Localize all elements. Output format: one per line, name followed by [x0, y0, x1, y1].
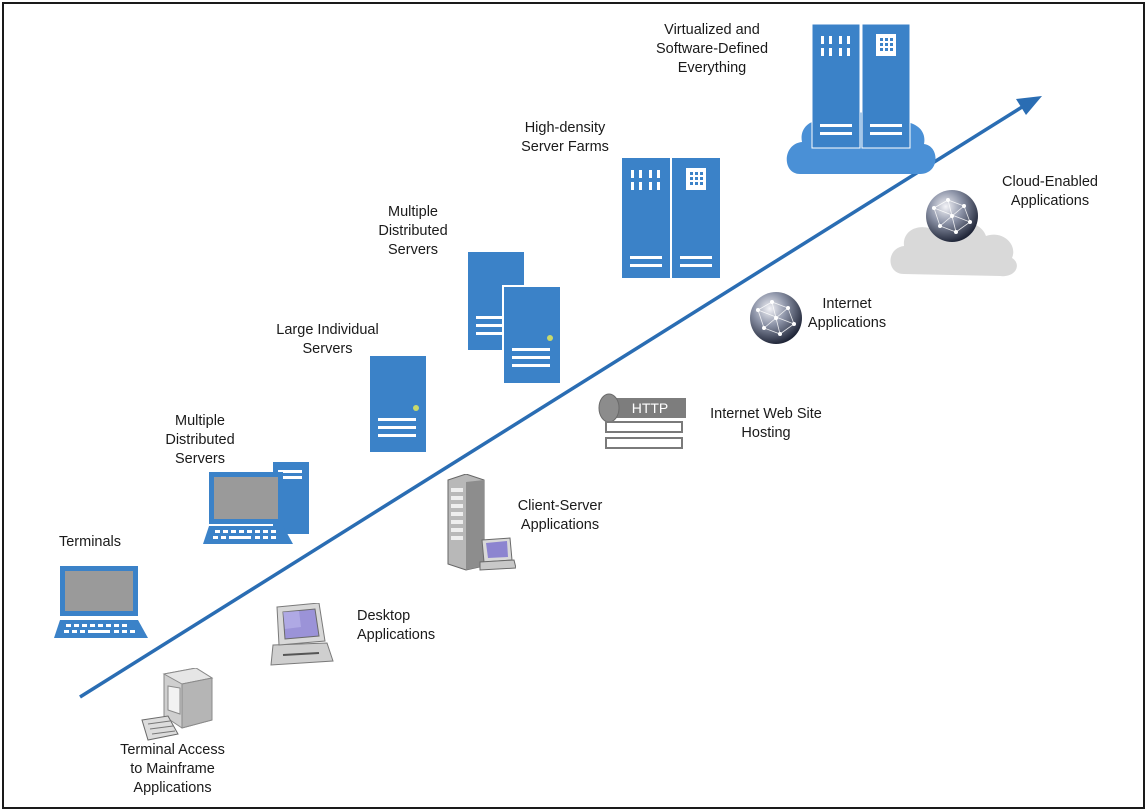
tower-server-icon — [370, 356, 426, 452]
label-internet-applications: Internet Applications — [807, 296, 887, 331]
desktop-pc-icon — [270, 603, 334, 666]
cloud-globe-icon — [890, 190, 1017, 277]
dual-tower-server-icon — [468, 252, 562, 383]
globe-icon — [750, 292, 802, 344]
http-badge-label: HTTP — [631, 400, 669, 416]
label-multiple-distributed-servers-2: Multiple Distributed Servers — [378, 204, 448, 258]
label-large-individual-servers: Large Individual Servers — [276, 322, 379, 357]
rack-server-farm-icon — [622, 158, 720, 278]
label-virtualized: Virtualized and Software-Defined Everyth… — [655, 22, 769, 76]
desktop-computer-icon — [203, 462, 309, 544]
label-multiple-distributed-servers-1: Multiple Distributed Servers — [165, 413, 235, 467]
label-terminals: Terminals — [58, 534, 122, 550]
label-cloud-enabled-applications: Cloud-Enabled Applications — [1002, 174, 1098, 209]
mainframe-terminal-icon — [141, 668, 214, 741]
client-server-icon — [447, 474, 516, 571]
cloud-server-icon — [786, 24, 936, 174]
label-high-density-server-farms: High-density Server Farms — [521, 120, 609, 155]
label-client-server-applications: Client-Server Applications — [517, 498, 603, 533]
terminal-monitor-icon — [54, 566, 148, 638]
label-desktop-applications: Desktop Applications — [357, 608, 436, 643]
label-internet-web-site-hosting: Internet Web Site Hosting — [710, 406, 822, 441]
http-web-host-icon — [598, 393, 686, 449]
label-terminal-access-mainframe: Terminal Access to Mainframe Application… — [120, 742, 225, 796]
